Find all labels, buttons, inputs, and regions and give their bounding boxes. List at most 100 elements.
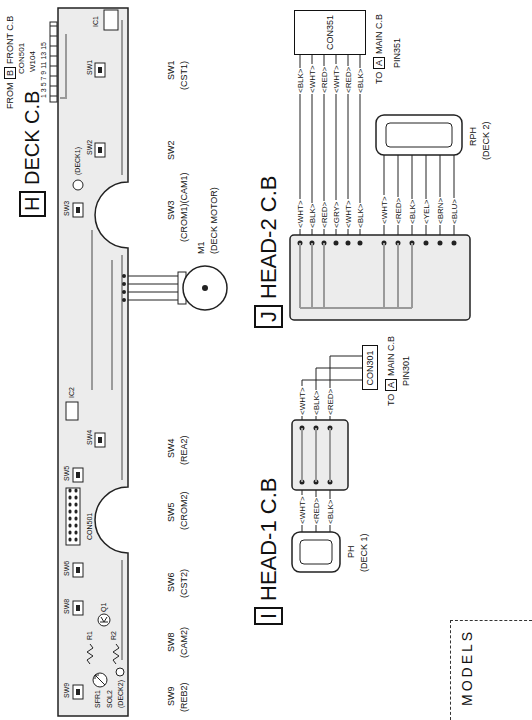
copper-trace: [302, 428, 330, 482]
part-label: <GRY>: [332, 200, 341, 229]
part-label: CON501: [86, 513, 94, 540]
copper-trace: [60, 20, 122, 660]
part-label: (DECK 2): [481, 121, 491, 160]
part-label: (CROM2): [179, 492, 189, 531]
head-symbol: [376, 115, 462, 155]
connector-box: CON351: [294, 10, 366, 55]
part-label: <WHT>: [344, 199, 353, 229]
part-label: <WHT>: [308, 64, 317, 94]
ic-chip: [66, 402, 78, 420]
part-label: SW6: [166, 572, 176, 592]
board-letter-box: I: [254, 607, 283, 625]
part-label: SW6: [63, 561, 71, 576]
part-label: SW9: [63, 683, 71, 698]
head-symbol: [292, 532, 340, 572]
transistor-symbol: [98, 614, 110, 626]
part-label: <WHT>: [332, 64, 341, 94]
node-text: CON301: [365, 350, 375, 385]
part-label: <BRN>: [436, 197, 445, 225]
part-label: SW2: [86, 140, 94, 155]
solder-pads: [122, 276, 126, 300]
head-core: [386, 123, 452, 147]
part-label: TO: [374, 72, 384, 84]
part-label: HEAD-2 C.B: [256, 176, 281, 299]
board-letter-box: H: [19, 191, 46, 217]
part-label: SW5: [63, 466, 71, 481]
part-label: SW4: [86, 430, 94, 445]
wire: [384, 155, 454, 235]
part-label: R1: [86, 631, 94, 640]
part-label: <BLK>: [296, 68, 305, 94]
connector-pins: [50, 26, 57, 96]
node-text: A: [386, 382, 396, 388]
part-label: <BLK>: [356, 203, 365, 229]
reference-letter-box: A: [373, 57, 385, 69]
part-label: CON501: [17, 43, 26, 74]
part-label: <RED>: [326, 388, 335, 416]
part-label: (DECK 1): [359, 533, 369, 572]
part-label: (DECK MOTOR): [209, 187, 219, 254]
part-label: MAIN C.B: [374, 14, 384, 54]
reference-letter-box: B: [4, 67, 16, 79]
part-label: DECK C.B: [21, 91, 44, 185]
part-label: <BLK>: [408, 199, 417, 225]
ic-chip: [104, 10, 118, 30]
part-label: <WHT>: [298, 495, 307, 525]
part-label: <RED>: [320, 66, 329, 94]
part-label: <BLU>: [450, 198, 459, 225]
part-label: <RED>: [312, 497, 321, 525]
variable-resistor-symbol: [93, 673, 107, 687]
transistor-leads: [100, 617, 108, 622]
part-label: <WHT>: [296, 199, 305, 229]
node-text: B: [5, 70, 15, 76]
part-label: SW8: [63, 599, 71, 614]
part-label: M1: [196, 241, 206, 254]
part-label: (CAM2): [179, 627, 189, 658]
part-label: SW9: [166, 686, 176, 706]
part-label: (REA2): [179, 435, 189, 465]
part-label: <WHT>: [298, 386, 307, 416]
part-label: PH: [346, 545, 356, 558]
reference-letter-box: A: [385, 379, 397, 391]
part-label: <BLK>: [312, 390, 321, 416]
node-text: H: [21, 197, 43, 211]
pin-header: [66, 488, 80, 545]
copper-trace: [300, 243, 412, 308]
part-label: FROM: [5, 83, 15, 110]
part-label: SW5: [166, 502, 176, 522]
part-label: 1 3 5 7 9 11 13 15: [40, 42, 48, 98]
part-label: PIN351: [392, 38, 402, 68]
header-pins: [70, 490, 76, 540]
wire: [302, 356, 362, 420]
resistor-symbol: [113, 644, 119, 664]
part-label: Q1: [100, 603, 108, 612]
part-label: <YEL>: [422, 199, 431, 225]
node-text: MODELS: [459, 629, 475, 706]
part-label: IC1: [92, 16, 100, 27]
part-label: <BLK>: [326, 499, 335, 525]
part-label: <BLK>: [308, 203, 317, 229]
connector-strip: [50, 22, 57, 102]
solder-pads: [302, 428, 330, 482]
part-label: RPH: [468, 127, 478, 146]
part-label: MAIN C.B: [386, 336, 396, 376]
part-label: SW1: [166, 60, 176, 80]
part-label: SW4: [166, 438, 176, 458]
part-label: SW8: [166, 632, 176, 652]
head-board-outline: [292, 420, 348, 490]
part-label: (CROM1)(CAM1): [179, 173, 189, 243]
part-label: SW3: [166, 200, 176, 220]
part-label: (CST1): [179, 61, 189, 90]
models-box: MODELS: [450, 620, 532, 720]
part-label: <RED>: [344, 66, 353, 94]
part-label: SOL2: [106, 690, 114, 708]
node-text: I: [256, 613, 281, 619]
board-letter-box: J: [254, 305, 283, 328]
part-label: <RED>: [394, 197, 403, 225]
wire: [300, 55, 360, 235]
variable-resistor-arrow: [95, 675, 105, 685]
part-label: TO: [386, 394, 396, 406]
